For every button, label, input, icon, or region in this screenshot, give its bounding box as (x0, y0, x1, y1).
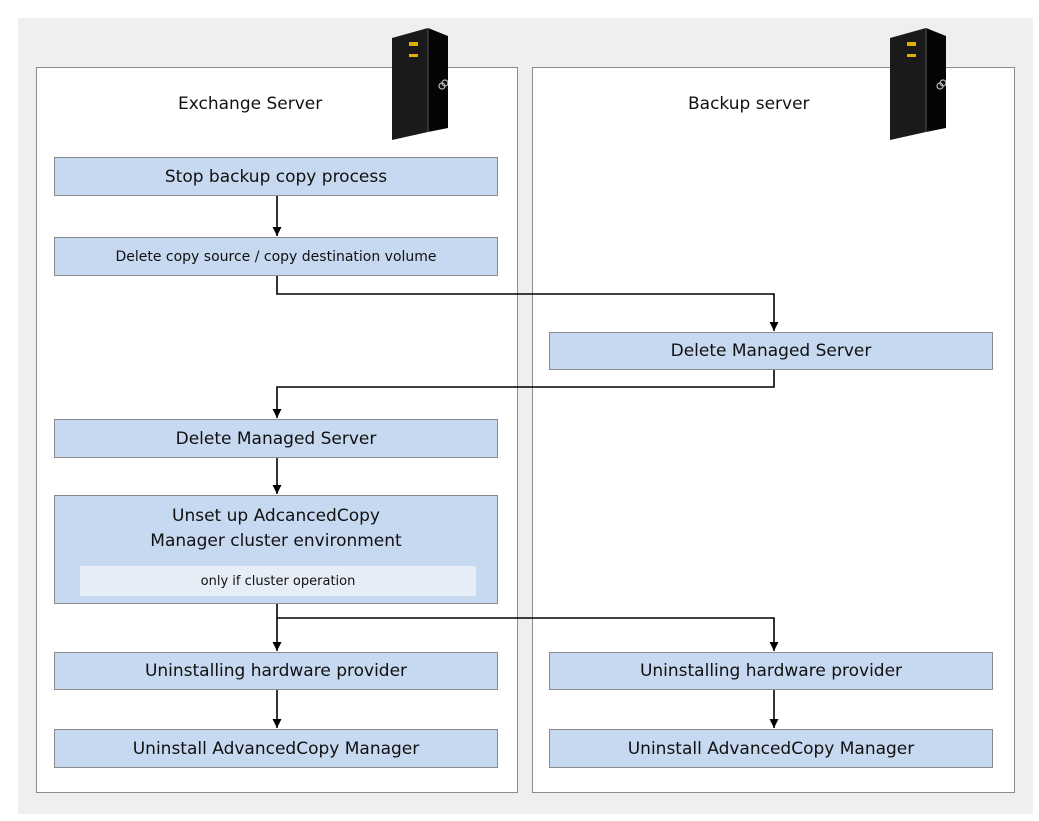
step-backup-uninstall-hardware-provider: Uninstalling hardware provider (549, 652, 993, 690)
step-exchange-uninstall-acm: Uninstall AdvancedCopy Manager (54, 729, 498, 768)
step-stop-backup-copy-process: Stop backup copy process (54, 157, 498, 196)
step-unset-cluster-label: Unset up AdcancedCopy Manager cluster en… (150, 506, 402, 551)
step-backup-delete-managed-server: Delete Managed Server (549, 332, 993, 370)
step-backup-uninstall-acm: Uninstall AdvancedCopy Manager (549, 729, 993, 768)
server-tower-icon (392, 28, 448, 140)
step-delete-copy-volumes: Delete copy source / copy destination vo… (54, 237, 498, 276)
server-tower-icon (890, 28, 946, 140)
cluster-only-note: only if cluster operation (80, 566, 476, 596)
step-exchange-delete-managed-server: Delete Managed Server (54, 419, 498, 458)
exchange-server-title: Exchange Server (178, 94, 323, 114)
backup-server-title: Backup server (688, 94, 810, 114)
step-exchange-uninstall-hardware-provider: Uninstalling hardware provider (54, 652, 498, 690)
